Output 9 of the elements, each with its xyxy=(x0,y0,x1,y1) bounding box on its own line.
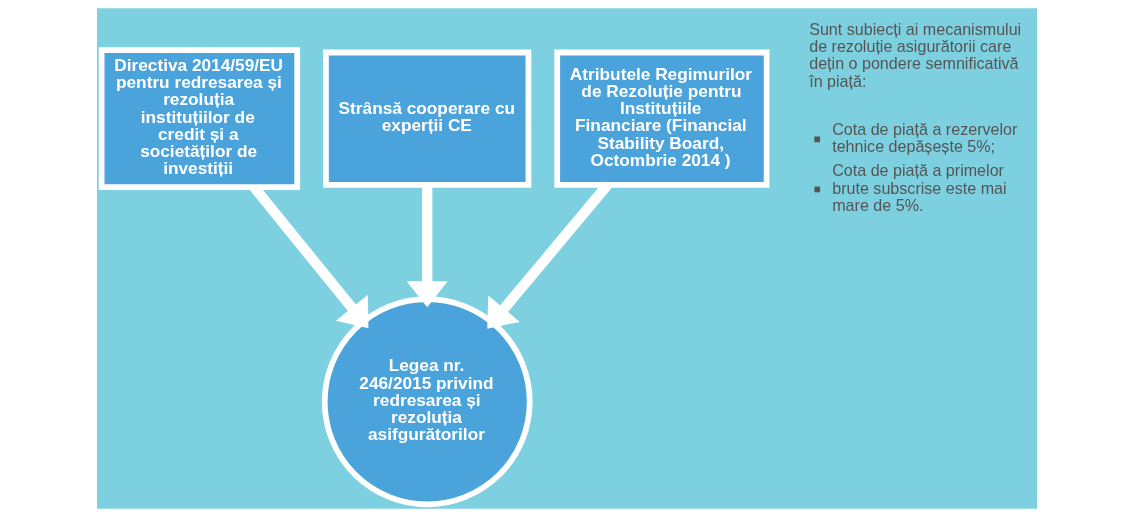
label: Cota de piață a rezervelor tehnice depășește 5%; xyxy=(832,119,1018,156)
arrow xyxy=(406,184,448,308)
arrow xyxy=(487,181,612,329)
node-box: Strânsă cooperare cu experții CE xyxy=(323,49,532,188)
node-box: Directiva 2014/59/EU pentru redresarea și rezoluția instituțiilor de credit și a societăților de investiții xyxy=(98,47,301,190)
label: Sunt subiecți ai mecanismului de rezoluție asigurătorii care dețin o pondere semnificativă în piață: xyxy=(809,19,1022,90)
label: Cota de piață a primelor brute subscrise este mai mare de 5%. xyxy=(832,161,1007,214)
arrow xyxy=(250,184,369,329)
node-box: Atributele Regimurilor de Rezoluție pentru Instituțiile Financiare (Financial Stability Board, Octombrie 2014 ) xyxy=(554,49,770,188)
